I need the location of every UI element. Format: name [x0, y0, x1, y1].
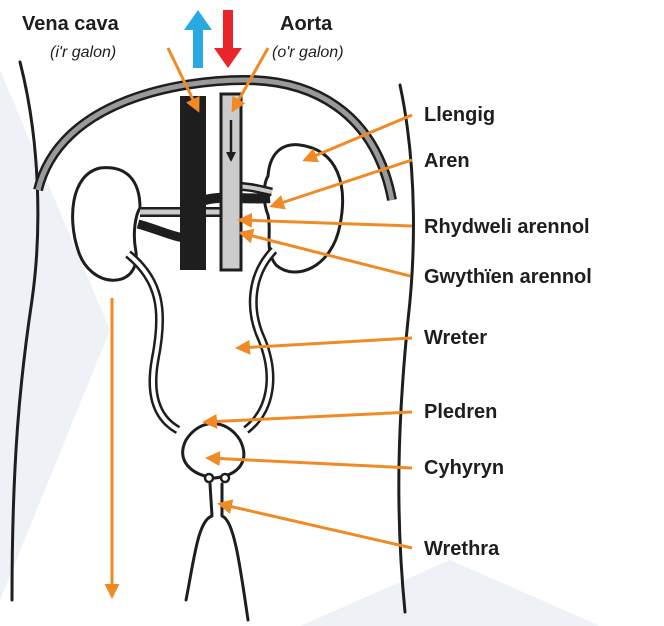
label-gwythien-arennol: Gwythïen arennol	[424, 266, 592, 288]
left-ureter	[128, 254, 178, 430]
label-rhydweli-arennol: Rhydweli arennol	[424, 216, 590, 238]
pointer-wrethra	[220, 504, 412, 548]
background-shape-bottom	[300, 560, 600, 626]
blood-from-heart-arrow-icon	[214, 10, 242, 68]
pointer-rhydweli-arennol	[240, 220, 412, 226]
bladder	[183, 424, 244, 479]
label-aren: Aren	[424, 150, 470, 172]
vena-cava-vessel	[180, 96, 206, 270]
diaphragm-inner	[38, 80, 392, 200]
pointer-pledren	[205, 412, 412, 422]
label-llengig: Llengig	[424, 104, 495, 126]
left-kidney	[73, 168, 140, 281]
label-pledren: Pledren	[424, 401, 497, 423]
sphincter-left	[205, 474, 213, 482]
label-wreter: Wreter	[424, 327, 487, 349]
sphincter-right	[221, 474, 229, 482]
blood-to-heart-arrow-icon	[184, 10, 212, 68]
label-cyhyryn: Cyhyryn	[424, 457, 504, 479]
label-aorta: Aorta	[280, 13, 333, 35]
urethra	[186, 484, 248, 620]
diaphragm	[38, 80, 392, 200]
label-vena-cava-sub: (i'r galon)	[50, 44, 116, 61]
label-wrethra: Wrethra	[424, 538, 500, 560]
label-vena-cava: Vena cava	[22, 13, 120, 35]
label-aorta-sub: (o'r galon)	[272, 44, 344, 61]
